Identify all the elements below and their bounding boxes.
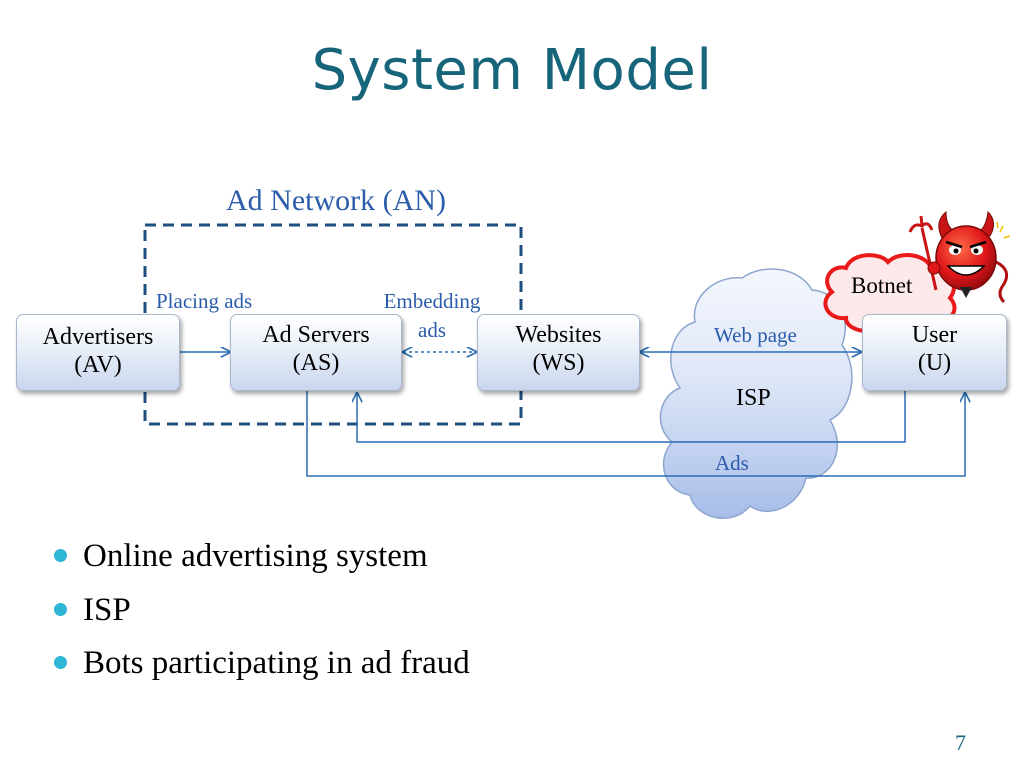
bullet-dot-icon <box>54 602 67 616</box>
web-page-label: Web page <box>714 323 797 347</box>
user-node: User (U) <box>862 314 1007 391</box>
bullet-item: ISP <box>52 590 470 644</box>
arrow-as-to-user-ads <box>306 391 965 477</box>
bullet-dot-icon <box>54 656 67 669</box>
page-number: 7 <box>955 730 966 755</box>
botnet-label: Botnet <box>851 273 913 298</box>
ad-network-label: Ad Network (AN) <box>226 184 446 217</box>
websites-node: Websites (WS) <box>477 314 640 391</box>
arrow-user-to-as <box>357 391 906 443</box>
bullet-text: Bots participating in ad fraud <box>83 645 470 681</box>
bullet-item: Bots participating in ad fraud <box>52 643 470 697</box>
bullet-text: ISP <box>83 591 131 628</box>
advertisers-abbr: (AV) <box>74 352 122 378</box>
bullet-list: Online advertising system ISP Bots parti… <box>52 536 470 697</box>
bullet-text: Online advertising system <box>83 538 428 574</box>
advertisers-node: Advertisers (AV) <box>16 314 180 391</box>
ad-servers-name: Ad Servers <box>262 322 370 348</box>
embedding-ads-line1: Embedding <box>383 289 481 313</box>
ad-servers-node: Ad Servers (AS) <box>230 314 402 391</box>
embedding-ads-label: Embedding ads <box>366 287 498 345</box>
user-name: User <box>911 322 958 348</box>
bullet-dot-icon <box>54 549 67 562</box>
advertisers-name: Advertisers <box>42 324 154 350</box>
ad-servers-abbr: (AS) <box>292 350 340 376</box>
devil-icon <box>908 210 1011 304</box>
user-abbr: (U) <box>917 350 952 376</box>
slide-title: System Model <box>311 38 713 103</box>
bullet-item: Online advertising system <box>52 536 470 590</box>
isp-label: ISP <box>736 385 771 411</box>
placing-ads-label: Placing ads <box>156 289 253 313</box>
embedding-ads-line2: ads <box>418 318 446 342</box>
websites-name: Websites <box>515 322 602 348</box>
ads-label: Ads <box>715 451 749 475</box>
websites-abbr: (WS) <box>532 350 585 376</box>
